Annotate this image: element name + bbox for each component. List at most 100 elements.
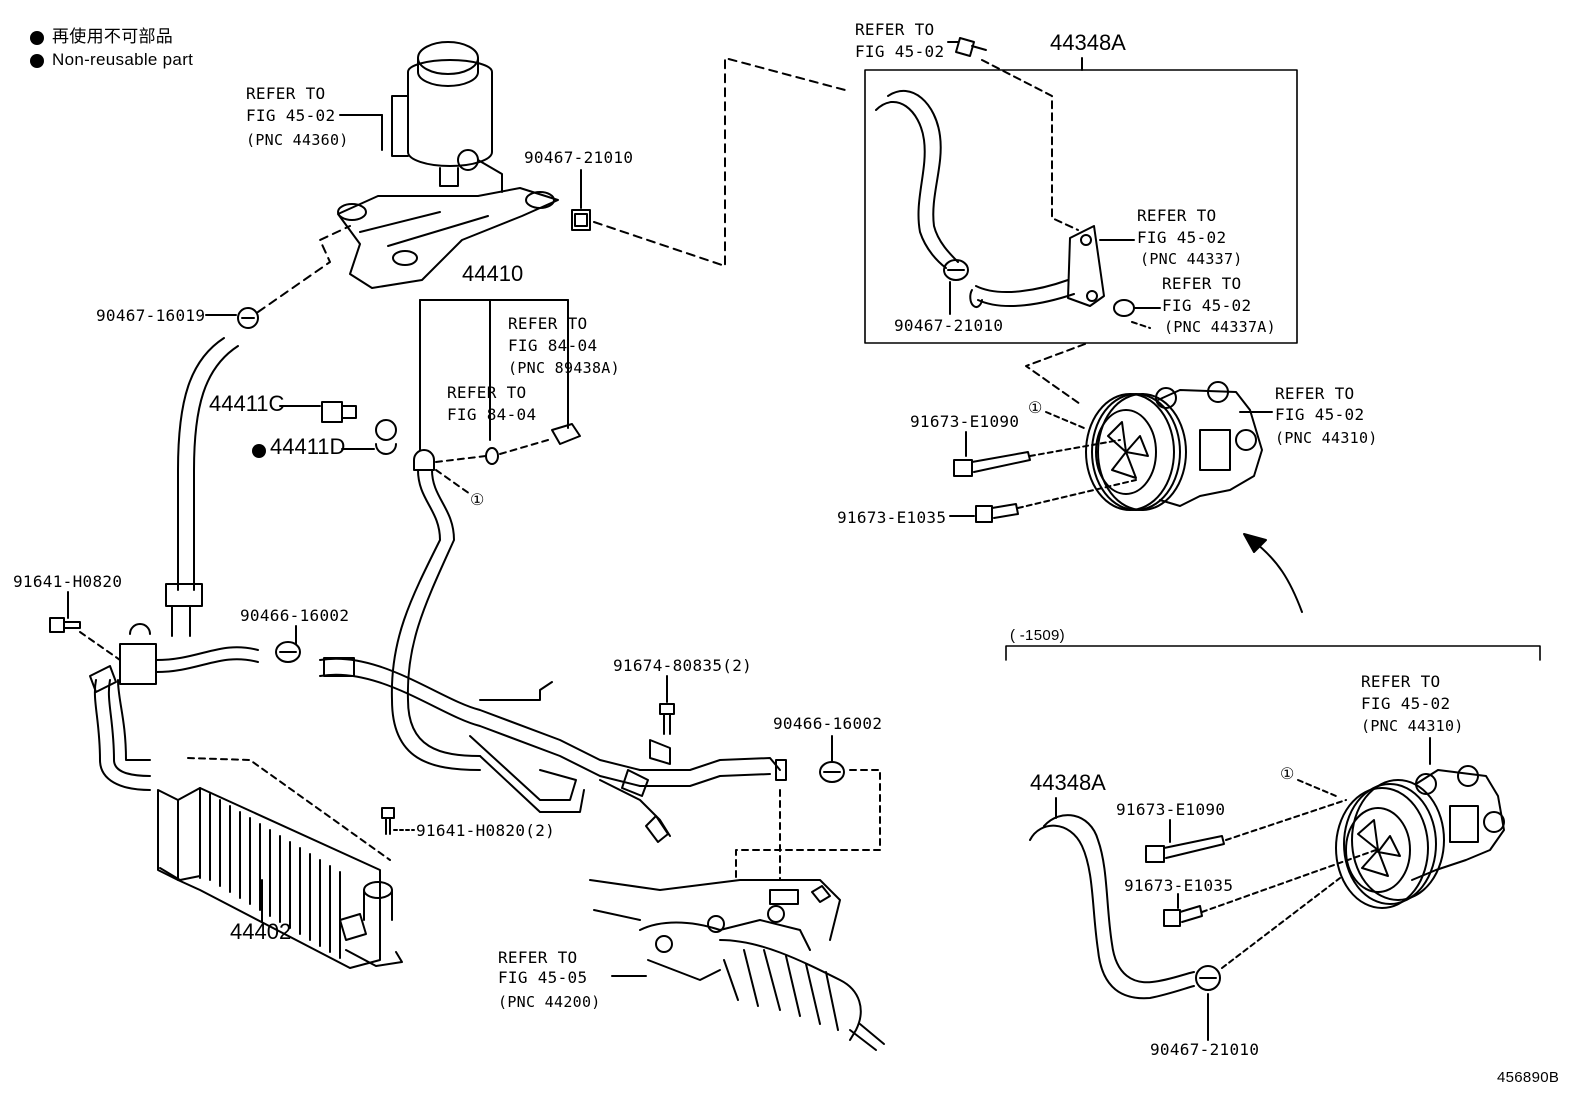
bolt-91641-H0820-2 — [381, 807, 395, 835]
bolt-91673-E1090-lower — [1145, 819, 1225, 863]
refer-label-line1: REFER TO — [1162, 274, 1242, 293]
refer-label-line1: REFER TO — [1275, 384, 1355, 403]
refer-label-line2: FIG 45-02 — [855, 42, 945, 61]
figure-code: 456890B — [1497, 1069, 1560, 1086]
part-44410-leaders — [419, 299, 569, 451]
dashed-link — [1221, 877, 1341, 969]
dashed-link — [187, 757, 391, 861]
dashed-link — [1201, 849, 1377, 913]
bolt-91641-H0820 — [49, 591, 81, 633]
refer-label-line1: REFER TO — [1137, 206, 1217, 225]
refer-label-line3: (PNC 44337A) — [1164, 318, 1276, 336]
note-circle-1: ① — [470, 490, 485, 509]
dashed-link — [1225, 799, 1347, 841]
part-number-44348A-bottom: 44348A — [1030, 770, 1106, 795]
refer-label-line3: (PNC 44200) — [498, 993, 601, 1011]
reservoir-assembly — [337, 41, 559, 289]
oil-cooler-44402 — [157, 787, 403, 969]
part-number-91673-E1090-top: 91673-E1090 — [910, 412, 1020, 431]
refer-label-line2: FIG 45-02 — [1361, 694, 1451, 713]
dashed-link — [435, 439, 549, 463]
bolt-refer-4502 — [947, 37, 987, 57]
refer-label-line1: REFER TO — [855, 20, 935, 39]
range-bracket — [1005, 645, 1541, 661]
dashed-link — [1045, 411, 1085, 429]
clamp-90466-16002-left — [275, 625, 301, 663]
part-number-44411D: 44411D — [270, 434, 346, 459]
dashed-link — [1017, 479, 1137, 509]
part-number-90467-21010-box: 90467-21010 — [894, 316, 1004, 335]
refer-label-line2: FIG 45-02 — [1162, 296, 1252, 315]
clamp-90467-21010-lower — [1195, 965, 1221, 1041]
serial-range-label: ( -1509) — [1010, 627, 1065, 644]
suction-hose-44348A-lower — [1029, 797, 1195, 1000]
suction-pipe — [969, 225, 1105, 309]
part-number-44402: 44402 — [230, 919, 292, 944]
note-circle-1: ① — [1028, 398, 1043, 417]
direction-arrow — [1243, 533, 1303, 613]
clamp-90467-16019 — [205, 307, 259, 329]
dashed-link — [1131, 321, 1151, 329]
pipe-fitting — [775, 759, 787, 781]
gasket-44411D — [341, 419, 397, 455]
union-bolt-44411C — [279, 401, 357, 423]
refer-label-line2: FIG 45-02 — [1275, 405, 1365, 424]
dashed-link — [1297, 779, 1337, 797]
dashed-link — [435, 469, 471, 495]
clamp-90467-21010 — [571, 169, 591, 231]
refer-label-line2: FIG 84-04 — [508, 336, 598, 355]
o-ring — [485, 447, 499, 465]
power-steering-pump-lower — [1335, 765, 1505, 909]
part-number-44410: 44410 — [462, 261, 524, 286]
bolt-91674-80835 — [659, 675, 675, 735]
pipe-bundle — [319, 657, 781, 843]
legend-dot-icon — [30, 31, 44, 45]
refer-label-line1: REFER TO — [498, 948, 578, 967]
steering-gear — [589, 879, 885, 1051]
refer-label-line1: REFER TO — [1361, 672, 1441, 691]
refer-label-line2: FIG 45-02 — [246, 106, 336, 125]
dashed-link — [1029, 439, 1121, 457]
clamp-90466-16002-right — [819, 735, 845, 783]
refer-label-line3: (PNC 44337) — [1140, 250, 1243, 268]
refer-label-line3: (PNC 89438A) — [508, 359, 620, 377]
legend-japanese: 再使用不可部品 — [52, 27, 174, 46]
bolt-91673-E1035-lower — [1163, 893, 1203, 927]
power-steering-pump-upper — [1085, 381, 1263, 511]
refer-label-line2: FIG 45-05 — [498, 968, 588, 987]
dashed-link — [735, 769, 881, 881]
refer-label-line3: (PNC 44360) — [246, 131, 349, 149]
bolt-91673-E1035-upper — [949, 503, 1019, 523]
refer-label-line2: FIG 45-02 — [1137, 228, 1227, 247]
return-hose — [165, 337, 239, 637]
part-number-90467-16019: 90467-16019 — [96, 306, 206, 325]
refer-label-line1: REFER TO — [447, 383, 527, 402]
legend-dot-icon — [30, 54, 44, 68]
part-number-44411C: 44411C — [209, 391, 285, 416]
refer-label-line1: REFER TO — [246, 84, 326, 103]
cooler-pipes — [89, 623, 259, 791]
o-ring — [1113, 299, 1135, 317]
part-number-91674-80835: 91674-80835(2) — [613, 656, 753, 675]
part-number-90467-21010-bottom: 90467-21010 — [1150, 1040, 1260, 1059]
refer-label-line3: (PNC 44310) — [1275, 429, 1378, 447]
dashed-link — [257, 225, 351, 313]
bolt-91673-E1090-upper — [953, 431, 1031, 477]
non-reusable-dot-icon — [252, 444, 266, 458]
pressure-switch — [551, 419, 581, 445]
dashed-link — [981, 59, 1079, 231]
part-number-91673-E1090-bottom: 91673-E1090 — [1116, 800, 1226, 819]
part-number-90466-16002-left: 90466-16002 — [240, 606, 350, 625]
refer-label-line3: (PNC 44310) — [1361, 717, 1464, 735]
suction-hose-44348A — [875, 89, 969, 315]
dashed-link — [593, 57, 846, 267]
legend-english: Non-reusable part — [52, 50, 194, 69]
part-number-91641-H0820-2: 91641-H0820(2) — [416, 821, 556, 840]
note-circle-1: ① — [1280, 764, 1295, 783]
dashed-link — [1025, 343, 1086, 405]
part-number-90466-16002-right: 90466-16002 — [773, 714, 883, 733]
part-number-91673-E1035-bottom: 91673-E1035 — [1124, 876, 1234, 895]
part-number-91641-H0820: 91641-H0820 — [13, 572, 123, 591]
refer-label-line1: REFER TO — [508, 314, 588, 333]
